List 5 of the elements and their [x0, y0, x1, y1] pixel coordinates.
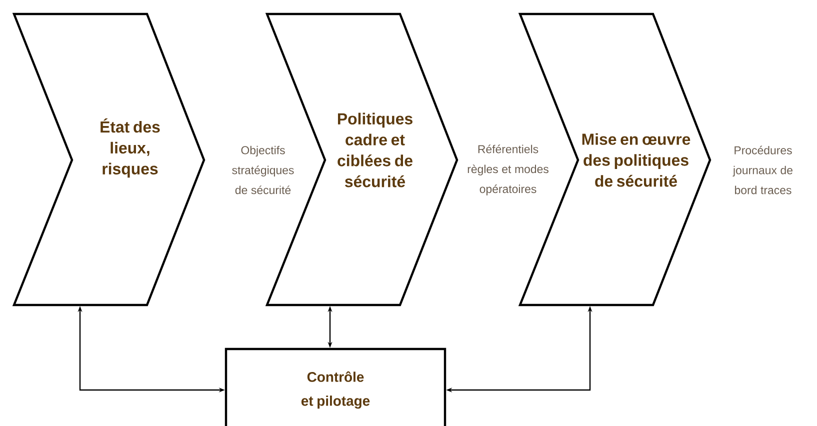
- process-box: Contrôle et pilotage: [224, 348, 446, 426]
- output-label: Procédures journaux de bord traces: [732, 146, 792, 194]
- output-label: Objectifs stratégiques de sécurité: [232, 146, 294, 194]
- output-label: Référentiels règles et modes opératoires: [468, 144, 548, 196]
- chevron-step: État des lieux, risques: [12, 12, 206, 306]
